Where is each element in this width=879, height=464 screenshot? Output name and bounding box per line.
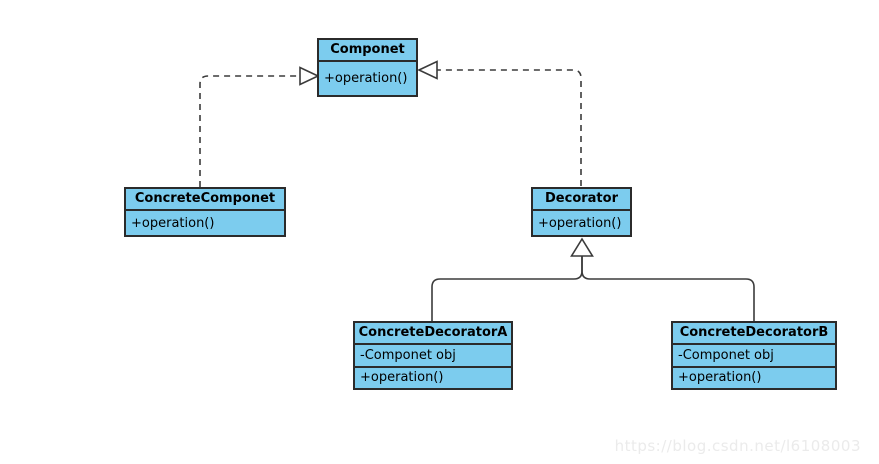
class-title-concrete-decorator-a: ConcreteDecoratorA (355, 323, 511, 345)
class-member-operation: +operation() (673, 365, 835, 389)
hollow-triangle-arrowhead-left (299, 66, 320, 86)
class-title-concrete-componet: ConcreteComponet (126, 189, 284, 211)
class-member-operation: +operation() (538, 215, 622, 231)
class-attribute-componet-obj: -Componet obj (678, 347, 774, 363)
class-title-concrete-decorator-b: ConcreteDecoratorB (673, 323, 835, 345)
generalization-edge-concretedecoratora-to-decorator (431, 256, 583, 321)
class-box-concrete-decorator-b: ConcreteDecoratorB -Componet obj +operat… (671, 321, 837, 390)
class-member-operation: +operation() (355, 365, 511, 389)
class-attribute-componet-obj: -Componet obj (360, 347, 456, 363)
class-box-concrete-decorator-a: ConcreteDecoratorA -Componet obj +operat… (353, 321, 513, 390)
class-member-operation: +operation() (131, 215, 215, 231)
realization-edge-decorator-to-componet (437, 69, 582, 186)
class-member-operation: +operation() (324, 71, 408, 86)
realization-edge-concretecomponet-to-componet (199, 75, 300, 187)
generalization-edge-concretedecoratorb-to-decorator (581, 256, 755, 321)
class-title-componet: Componet (319, 40, 416, 62)
class-box-concrete-componet: ConcreteComponet +operation() (124, 187, 286, 237)
csdn-watermark: https://blog.csdn.net/l6108003 (614, 437, 861, 455)
class-title-decorator: Decorator (533, 189, 630, 211)
class-box-componet: Componet +operation() (317, 38, 418, 97)
class-box-decorator: Decorator +operation() (531, 187, 632, 237)
hollow-triangle-arrowhead-right (417, 60, 438, 80)
hollow-triangle-arrowhead-generalization (570, 237, 594, 257)
